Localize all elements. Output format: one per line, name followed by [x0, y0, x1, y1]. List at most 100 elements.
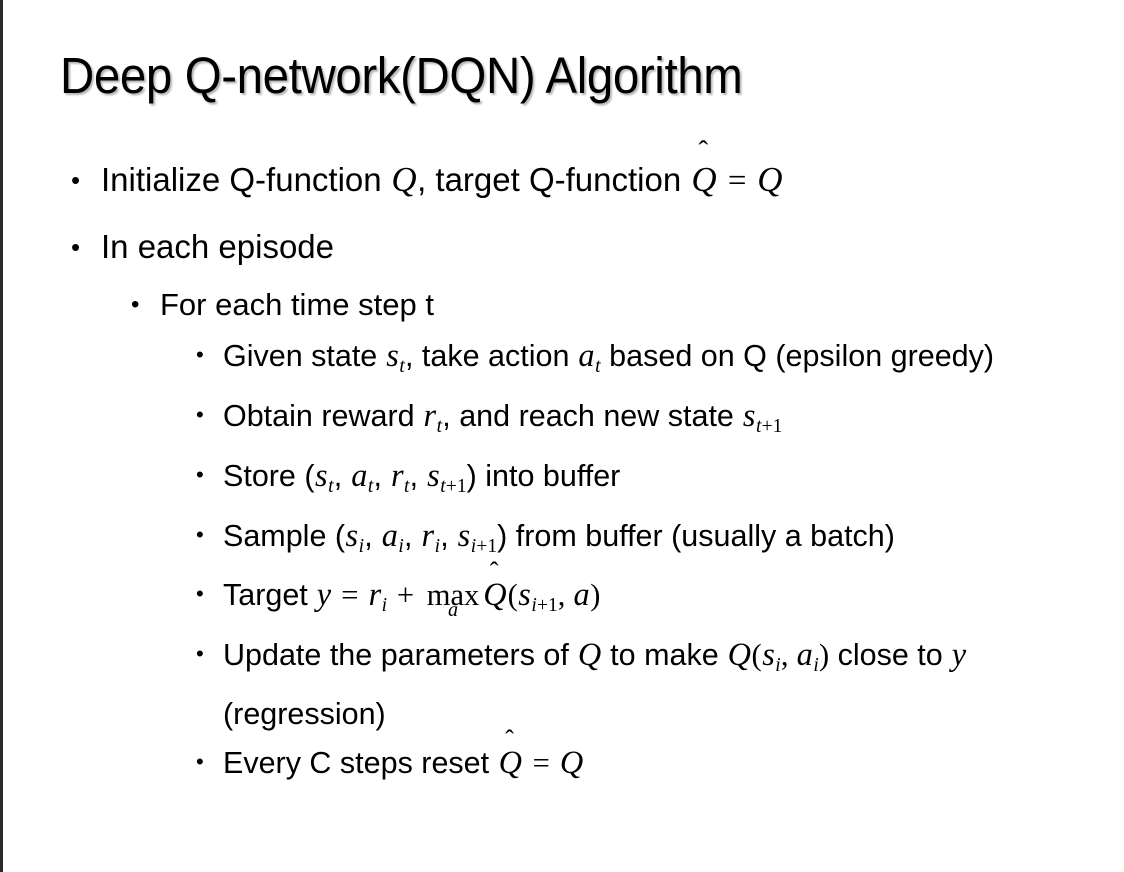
- bullet-text: Every C steps reset: [223, 746, 498, 781]
- math-punctuation: ): [818, 638, 830, 673]
- math-term: si: [762, 636, 781, 676]
- bullet-marker-icon: •: [196, 342, 204, 367]
- hat-accent-icon: ˆ: [505, 723, 514, 754]
- math-subscript: t: [328, 475, 334, 497]
- math-variable: s: [457, 516, 471, 553]
- math-variable: r: [390, 456, 404, 493]
- math-term: ri: [421, 516, 441, 557]
- bullet-text: ,: [373, 458, 391, 493]
- math-variable: s: [427, 456, 440, 493]
- bullet-content: Obtain reward rt, and reach new state st…: [223, 391, 1099, 451]
- math-variable: s: [315, 456, 328, 493]
- math-term: at: [351, 456, 374, 497]
- math-variable: a: [351, 456, 368, 493]
- math-variable: s: [386, 337, 399, 373]
- math-punctuation: (: [507, 578, 518, 613]
- math-term: ai: [381, 516, 404, 557]
- bullet-content: For each time step t: [160, 279, 1124, 331]
- bullet-text: Obtain reward: [223, 398, 424, 433]
- algorithm-bullet-list: •Initialize Q-function Q, target Q-funct…: [3, 134, 1124, 787]
- bullet-marker-icon: •: [196, 749, 204, 775]
- bullet-text: Store (: [223, 458, 315, 493]
- bullet-text: For each time step t: [160, 287, 434, 322]
- bullet-item-level-3: •Obtain reward rt, and reach new state s…: [3, 391, 1124, 451]
- math-subscript: t+1: [440, 475, 467, 497]
- page-title: Deep Q-network(DQN) Algorithm: [60, 47, 743, 104]
- math-operator: =: [719, 163, 755, 199]
- bullet-text: based on Q (epsilon greedy): [600, 339, 995, 373]
- math-variable: y: [316, 576, 332, 613]
- math-variable: a: [381, 516, 398, 553]
- math-term: ri: [368, 576, 388, 617]
- bullet-text: Initialize Q-function: [101, 161, 391, 198]
- bullet-marker-icon: •: [196, 641, 204, 667]
- math-variable: r: [368, 576, 382, 613]
- bullet-text: (regression): [223, 697, 386, 732]
- bullet-text: ,: [333, 458, 351, 493]
- math-operator: =: [333, 578, 367, 613]
- bullet-content: Update the parameters of Q to make Q(si,…: [223, 630, 1099, 738]
- bullet-text: ,: [364, 518, 382, 553]
- bullet-text: ) from buffer (usually a batch): [497, 518, 895, 553]
- bullet-text: ,: [404, 518, 421, 553]
- math-variable: a: [573, 576, 590, 613]
- math-operator: =: [524, 746, 558, 781]
- math-punctuation: ,: [780, 638, 797, 673]
- math-variable: s: [345, 516, 359, 553]
- math-subscript: i+1: [470, 535, 498, 557]
- math-variable: Q: [559, 744, 584, 781]
- bullet-text: , target Q-function: [417, 161, 691, 198]
- bullet-text: ) into buffer: [466, 458, 621, 493]
- bullet-marker-icon: •: [71, 232, 81, 262]
- math-variable: s: [518, 576, 531, 613]
- math-punctuation: (: [751, 638, 762, 673]
- math-term: st+1: [427, 456, 467, 497]
- math-variable: s: [762, 636, 775, 673]
- math-term: ai: [796, 636, 819, 676]
- math-term: si: [345, 516, 365, 557]
- math-term: si+1: [518, 576, 558, 617]
- bullet-item-level-1: • In each episode: [3, 217, 1124, 277]
- math-variable: r: [421, 516, 435, 553]
- bullet-text: to make: [601, 638, 728, 673]
- math-variable: r: [423, 396, 437, 433]
- hat-accent-icon: ˆ: [489, 556, 499, 587]
- bullet-text: ,: [409, 458, 427, 493]
- math-subscript: t: [595, 355, 601, 377]
- math-subscript: i+1: [531, 595, 558, 617]
- bullet-text: ,: [440, 518, 458, 553]
- math-term: rt: [390, 456, 410, 497]
- bullet-item-level-3: •Update the parameters of Q to make Q(si…: [3, 630, 1124, 738]
- math-term: rt: [423, 396, 443, 437]
- math-subscript: i: [381, 595, 388, 617]
- bullet-marker-icon: •: [71, 165, 81, 195]
- math-punctuation: ): [590, 578, 601, 613]
- math-variable: Q: [391, 160, 417, 199]
- bullet-marker-icon: •: [196, 461, 204, 487]
- math-subscript: t: [399, 355, 405, 377]
- bullet-item-level-3: •Given state st, take action at based on…: [3, 331, 1124, 391]
- math-punctuation: ,: [557, 578, 574, 613]
- math-variable: Q: [577, 636, 602, 673]
- math-variable: s: [742, 396, 756, 433]
- math-subscript: t: [367, 475, 374, 497]
- bullet-text: Target: [223, 578, 317, 613]
- bullet-marker-icon: •: [131, 291, 140, 318]
- math-term: si+1: [457, 516, 498, 557]
- math-term: st+1: [742, 396, 782, 437]
- math-variable: a: [578, 337, 595, 373]
- bullet-content: Store (st, at, rt, st+1) into buffer: [223, 451, 1099, 511]
- math-variable: a: [796, 636, 813, 673]
- math-variable: y: [951, 636, 967, 673]
- bullet-text: , and reach new state: [442, 398, 743, 433]
- bullet-content: In each episode: [101, 217, 1124, 277]
- math-subscript: i: [358, 535, 365, 557]
- bullet-content: Sample (si, ai, ri, si+1) from buffer (u…: [223, 511, 1099, 571]
- math-subscript: i: [434, 535, 441, 557]
